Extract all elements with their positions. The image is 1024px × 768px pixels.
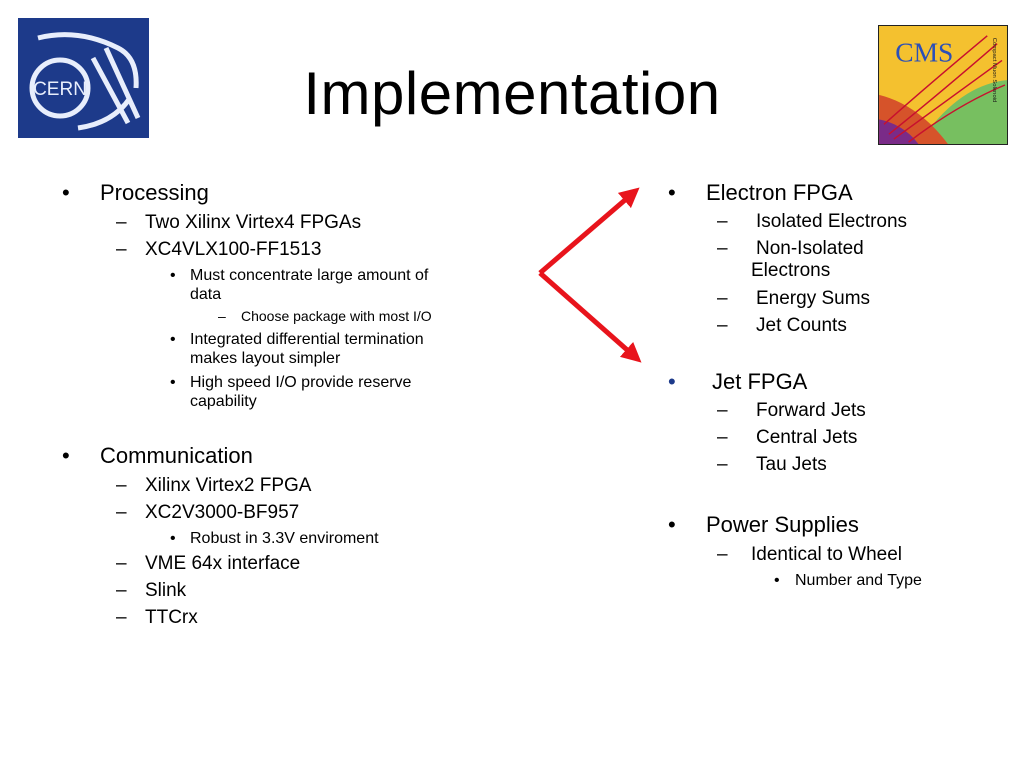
bullet-mark: • <box>668 180 676 205</box>
item-nonisolated-line2: Electrons <box>751 260 831 281</box>
item-integrated-line1: Integrated differential termination <box>190 331 424 348</box>
power-heading: Power Supplies <box>706 512 859 537</box>
dash-mark: – <box>116 475 127 496</box>
item-central: Central Jets <box>756 427 858 448</box>
dash-mark: – <box>717 288 728 309</box>
item-tau: Tau Jets <box>756 454 827 475</box>
cern-logo-text: CERN <box>33 79 87 100</box>
item-highspeed-line2: capability <box>190 393 257 410</box>
item-robust: Robust in 3.3V enviroment <box>190 530 379 547</box>
item-slink: Slink <box>145 580 187 601</box>
bullet-mark: • <box>170 267 176 284</box>
bullet-mark: • <box>668 369 676 394</box>
arrow-up <box>538 187 640 275</box>
item-nonisolated-line1: Non-Isolated <box>756 238 864 259</box>
item-vme: VME 64x interface <box>145 553 301 574</box>
dash-mark: – <box>717 238 728 259</box>
item-isolated: Isolated Electrons <box>756 211 908 232</box>
bullet-mark: • <box>668 512 676 537</box>
item-energy: Energy Sums <box>756 288 871 309</box>
bullet-mark: • <box>62 443 70 468</box>
dash-mark: – <box>717 544 728 565</box>
item-xc4: XC4VLX100-FF1513 <box>145 239 322 260</box>
item-must-line1: Must concentrate large amount of <box>190 267 429 284</box>
dash-mark: – <box>717 454 728 475</box>
processing-heading: Processing <box>100 180 209 205</box>
cms-logo: CMS Compact Muon Solenoid <box>878 25 1008 145</box>
dash-mark: – <box>116 580 127 601</box>
dash-mark: – <box>116 502 127 523</box>
item-ttcrx: TTCrx <box>145 607 198 628</box>
bullet-mark: • <box>170 331 176 348</box>
bullet-mark: • <box>170 374 176 391</box>
cms-logo-text: CMS <box>895 36 953 67</box>
cms-logo-subtext: Compact Muon Solenoid <box>991 38 997 103</box>
item-number: Number and Type <box>795 572 922 589</box>
dash-mark: – <box>218 308 226 324</box>
dash-mark: – <box>116 553 127 574</box>
jet-fpga-heading: Jet FPGA <box>712 369 808 394</box>
item-virtex2: Xilinx Virtex2 FPGA <box>145 475 312 496</box>
dash-mark: – <box>116 607 127 628</box>
arrow-down <box>538 271 642 363</box>
split-arrows <box>538 187 642 363</box>
bullet-mark: • <box>62 180 70 205</box>
item-integrated-line2: makes layout simpler <box>190 350 341 367</box>
item-must-line2: data <box>190 286 222 303</box>
electron-fpga-heading: Electron FPGA <box>706 180 853 205</box>
dash-mark: – <box>116 212 127 233</box>
dash-mark: – <box>717 315 728 336</box>
dash-mark: – <box>717 427 728 448</box>
dash-mark: – <box>717 211 728 232</box>
cern-logo: CERN <box>18 18 149 138</box>
item-highspeed-line1: High speed I/O provide reserve <box>190 374 412 391</box>
dash-mark: – <box>717 400 728 421</box>
item-jetcounts: Jet Counts <box>756 315 847 336</box>
bullet-mark: • <box>170 530 176 547</box>
item-forward: Forward Jets <box>756 400 866 421</box>
item-identical: Identical to Wheel <box>751 544 903 565</box>
dash-mark: – <box>116 239 127 260</box>
item-two-xilinx: Two Xilinx Virtex4 FPGAs <box>145 212 362 233</box>
bullet-mark: • <box>774 572 780 589</box>
item-choose: Choose package with most I/O <box>241 308 432 324</box>
communication-heading: Communication <box>100 443 253 468</box>
item-xc2: XC2V3000-BF957 <box>145 502 300 523</box>
slide-title: Implementation <box>303 60 721 127</box>
